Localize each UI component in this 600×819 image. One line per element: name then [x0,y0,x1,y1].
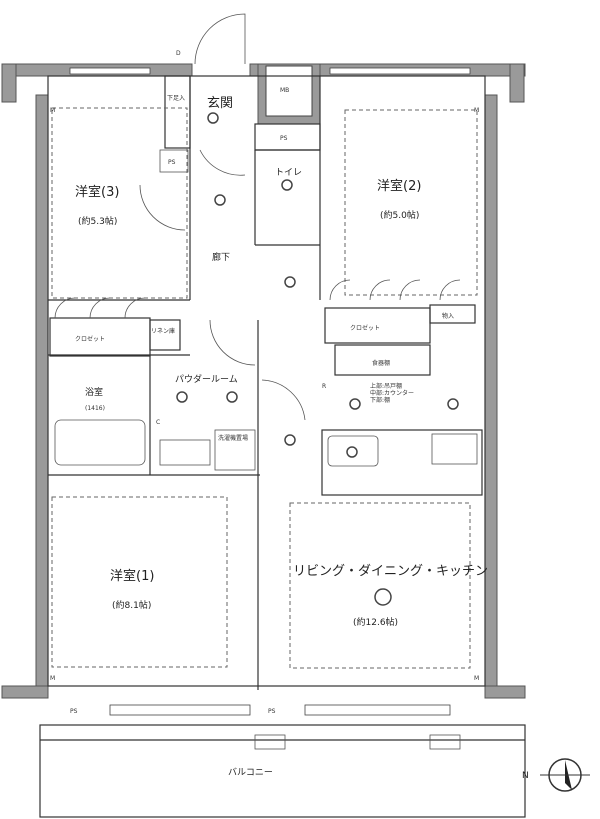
balcony-label: バルコニー [228,767,273,778]
cupboard-note-2: 中部:カウンター [370,389,414,397]
room3-label: 洋室(3) [75,184,119,200]
north-label: N [522,771,529,781]
meter-mark-1: M [50,107,55,114]
ldk-label: リビング・ダイニング・キッチン [293,564,488,579]
linen-label: リネン庫 [151,327,175,335]
room1-label: 洋室(1) [110,568,154,584]
room2-label: 洋室(2) [377,178,421,194]
balcony [39,704,526,818]
ps-label: PS [280,135,288,142]
light-fixtures [176,112,459,606]
door-mark: D [176,50,181,57]
r-mark: R [322,383,326,390]
north-compass-icon: N [522,758,590,792]
entrance-label: 玄関 [207,96,233,111]
storage-label: 物入 [442,312,454,320]
washer-label: 洗濯機置場 [218,434,248,442]
closet-label-1: クロゼット [75,335,105,343]
meter-mark-2: M [474,107,479,114]
cupboard-note-1: 上部:吊戸棚 [370,382,402,390]
room2-size: (約5.0帖) [380,209,419,221]
ps-label-4: PS [268,708,276,715]
ldk-size: (約12.6帖) [353,616,398,628]
cupboard-note-3: 下部:棚 [370,396,390,404]
hallway-label: 廊下 [212,251,230,263]
cupboard-label: 食器棚 [372,359,390,367]
meter-mark-4: M [474,675,479,682]
shoe-storage-label: 下足入 [167,95,185,102]
meter-mark-3: M [50,675,55,682]
exterior-walls [1,63,526,699]
closet-label-2: クロゼット [350,324,380,332]
ps-label-3: PS [70,708,78,715]
interior-walls [47,75,486,690]
powder-room-label: パウダールーム [175,373,238,385]
mb-label: MB [280,87,289,94]
bath-size: (1416) [85,405,105,412]
room1-size: (約8.1帖) [112,599,151,611]
toilet-label: トイレ [275,168,302,178]
room3-size: (約5.3帖) [78,215,117,227]
ps-label-2: PS [168,159,176,166]
bath-label: 浴室 [85,386,103,398]
doors [54,13,461,421]
c-mark: C [156,419,160,426]
